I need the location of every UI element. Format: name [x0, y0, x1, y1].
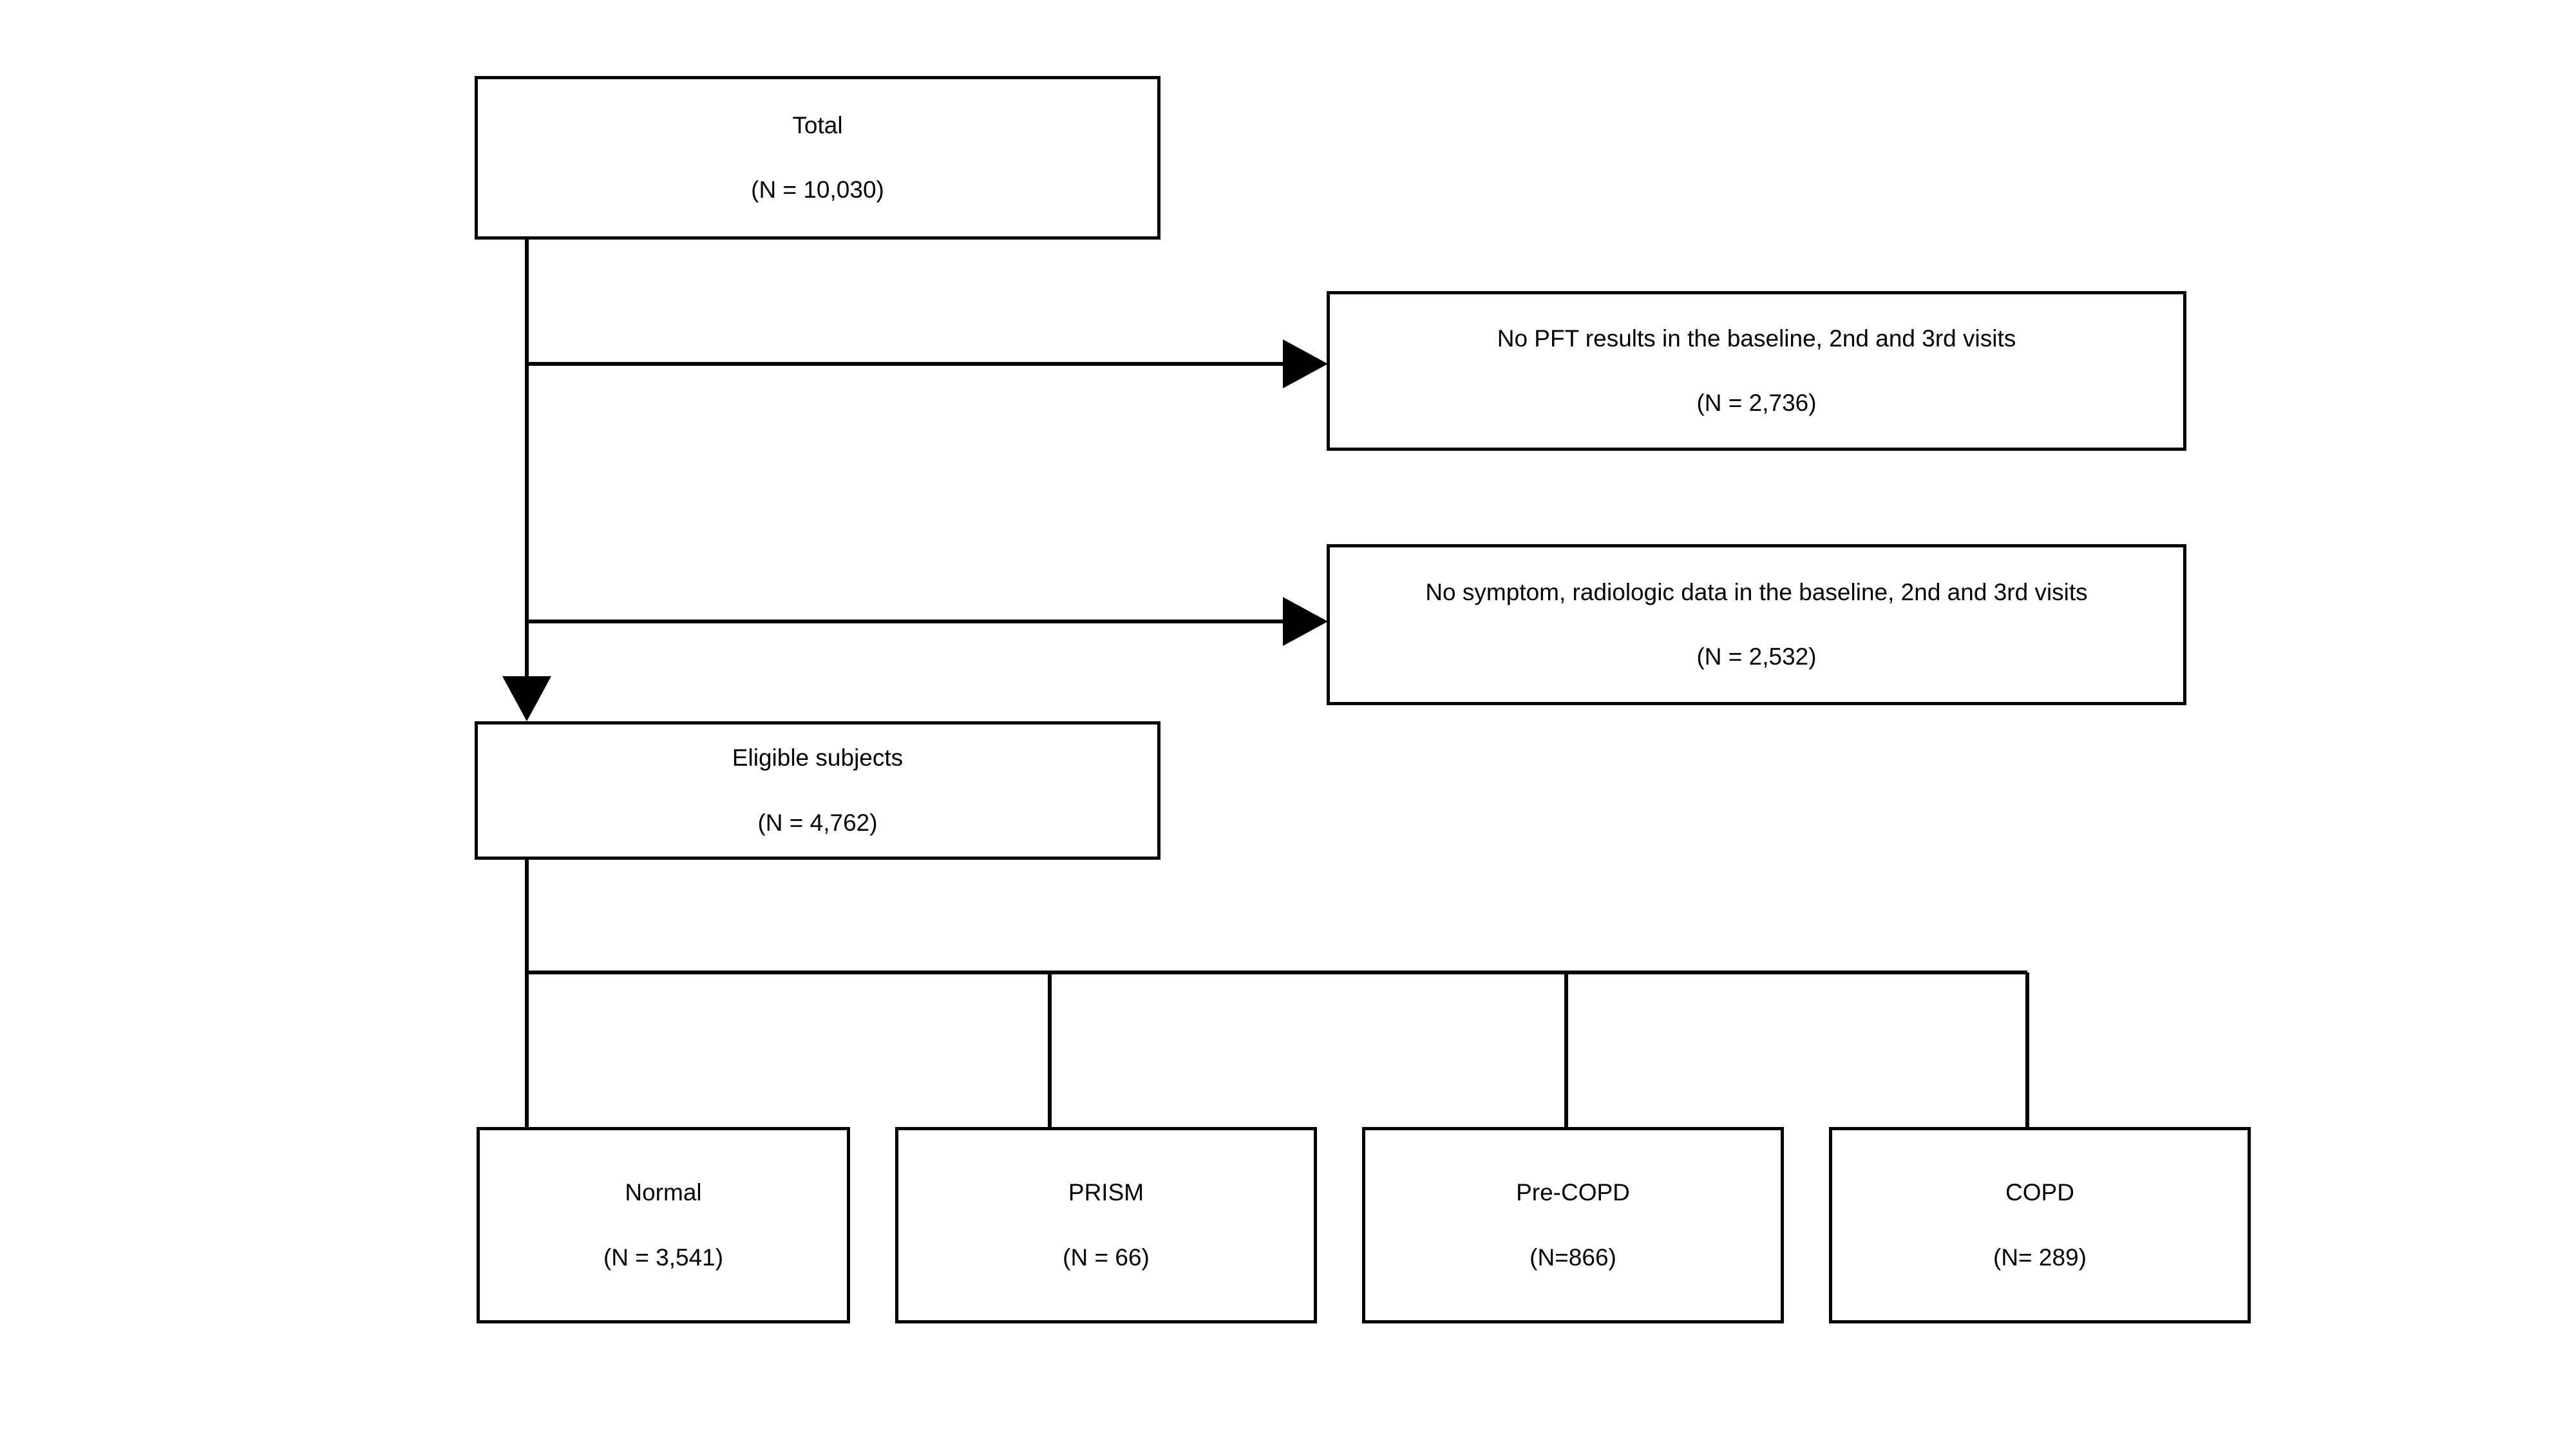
node-normal[interactable]: Normal (N = 3,541) — [477, 1127, 850, 1323]
arrowhead-right-exclusion-symptom — [1283, 597, 1328, 646]
node-eligible-subjects-count: (N = 4,762) — [757, 809, 878, 836]
node-copd-label: COPD — [2005, 1179, 2074, 1206]
node-exclusion-symptom[interactable]: No symptom, radiologic data in the basel… — [1327, 544, 2186, 705]
node-exclusion-pft-label: No PFT results in the baseline, 2nd and … — [1497, 325, 2016, 352]
node-copd[interactable]: COPD (N= 289) — [1829, 1127, 2251, 1323]
node-total[interactable]: Total (N = 10,030) — [475, 76, 1160, 240]
node-normal-count: (N = 3,541) — [603, 1244, 724, 1271]
node-pre-copd-label: Pre-COPD — [1516, 1179, 1630, 1206]
node-exclusion-symptom-count: (N = 2,532) — [1696, 643, 1817, 670]
node-prism-label: PRISM — [1068, 1179, 1144, 1206]
node-exclusion-pft-count: (N = 2,736) — [1696, 390, 1817, 416]
node-pre-copd[interactable]: Pre-COPD (N=866) — [1362, 1127, 1784, 1323]
node-eligible-subjects[interactable]: Eligible subjects (N = 4,762) — [475, 721, 1160, 860]
arrowhead-down-eligible — [502, 676, 551, 721]
node-total-count: (N = 10,030) — [751, 176, 884, 203]
node-exclusion-pft[interactable]: No PFT results in the baseline, 2nd and … — [1327, 291, 2186, 451]
arrowhead-right-exclusion-pft — [1283, 339, 1328, 388]
node-eligible-subjects-label: Eligible subjects — [732, 744, 904, 772]
node-prism-count: (N = 66) — [1063, 1244, 1150, 1271]
node-normal-label: Normal — [625, 1179, 702, 1206]
node-copd-count: (N= 289) — [1993, 1244, 2087, 1271]
node-exclusion-symptom-label: No symptom, radiologic data in the basel… — [1425, 578, 2088, 605]
node-pre-copd-count: (N=866) — [1530, 1244, 1616, 1271]
node-total-label: Total — [792, 111, 843, 138]
node-prism[interactable]: PRISM (N = 66) — [895, 1127, 1317, 1323]
